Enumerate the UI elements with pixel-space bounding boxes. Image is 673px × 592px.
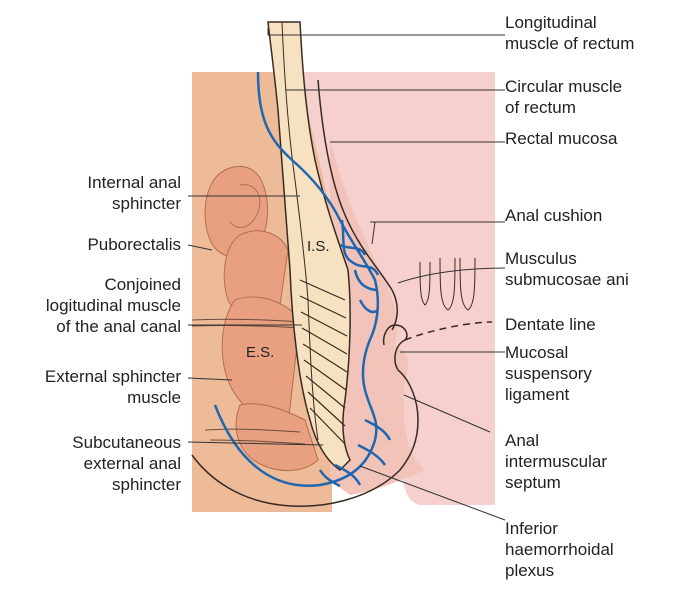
label-rectal-mucosa: Rectal mucosa [505, 128, 617, 149]
label-puborectalis: Puborectalis [87, 234, 181, 255]
label-anal-intermuscular-septum: Anal intermuscular septum [505, 430, 607, 493]
label-internal-anal-sphincter: Internal anal sphincter [87, 172, 181, 214]
label-anal-cushion: Anal cushion [505, 205, 602, 226]
label-musculus-submucosae-ani: Musculus submucosae ani [505, 248, 629, 290]
label-is: I.S. [307, 238, 330, 255]
label-mucosal-suspensory-ligament: Mucosal suspensory ligament [505, 342, 592, 405]
label-dentate-line: Dentate line [505, 314, 596, 335]
label-longitudinal-muscle-of-rectum: Longitudinal muscle of rectum [505, 12, 634, 54]
label-es: E.S. [246, 344, 274, 361]
label-inferior-haemorrhoidal-plexus: Inferior haemorrhoidal plexus [505, 518, 614, 581]
label-subcutaneous-sphincter: Subcutaneous external anal sphincter [72, 432, 181, 495]
label-conjoined-longitudinal-muscle: Conjoined logitudinal muscle of the anal… [46, 274, 181, 337]
label-external-sphincter: External sphincter muscle [45, 366, 181, 408]
label-circular-muscle-of-rectum: Circular muscle of rectum [505, 76, 622, 118]
